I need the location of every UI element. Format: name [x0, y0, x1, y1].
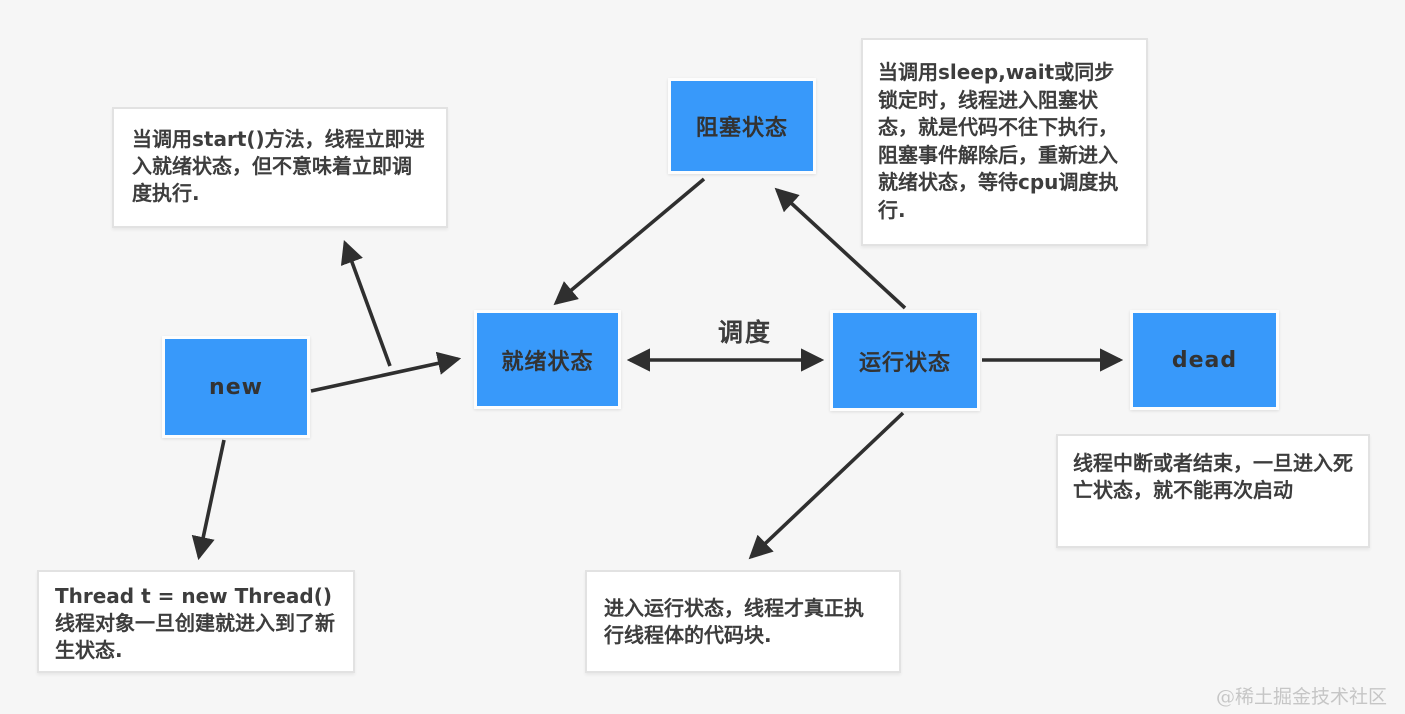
schedule-edge-label: 调度 [717, 318, 772, 347]
note-start-method: 当调用start()方法，线程立即进入就绪状态，但不意味着立即调度执行. [112, 107, 448, 228]
node-ready-label: 就绪状态 [501, 349, 594, 375]
node-ready-state: 就绪状态 [474, 310, 621, 409]
node-blocked-state: 阻塞状态 [668, 78, 816, 174]
node-blocked-label: 阻塞状态 [695, 116, 788, 141]
note-sleep-wait: 当调用sleep,wait或同步锁定时，线程进入阻塞状态，就是代码不往下执行，阻… [861, 38, 1148, 246]
node-dead-state: dead [1130, 310, 1279, 410]
arrow-running-to-run-note [748, 411, 905, 560]
node-dead-label: dead [1171, 347, 1238, 373]
note-running-state: 进入运行状态，线程才真正执行线程体的代码块. [585, 570, 901, 673]
note-thread-new: Thread t = new Thread() 线程对象一旦创建就进入到了新生状… [37, 570, 355, 673]
note-dead-state: 线程中断或者结束，一旦进入死亡状态，就不能再次启动 [1056, 434, 1370, 548]
juejin-watermark: @稀土掘金技术社区 [1215, 686, 1387, 708]
node-running-label: 运行状态 [858, 350, 951, 376]
arrow-new-to-ready [310, 351, 462, 393]
arrow-new-to-thread-note [191, 439, 226, 561]
node-new-label: new [209, 374, 263, 400]
arrow-ready-to-start-note [340, 239, 392, 367]
node-new-state: new [162, 336, 310, 438]
arrow-blocked-to-ready [553, 177, 706, 306]
node-running-state: 运行状态 [830, 310, 980, 411]
